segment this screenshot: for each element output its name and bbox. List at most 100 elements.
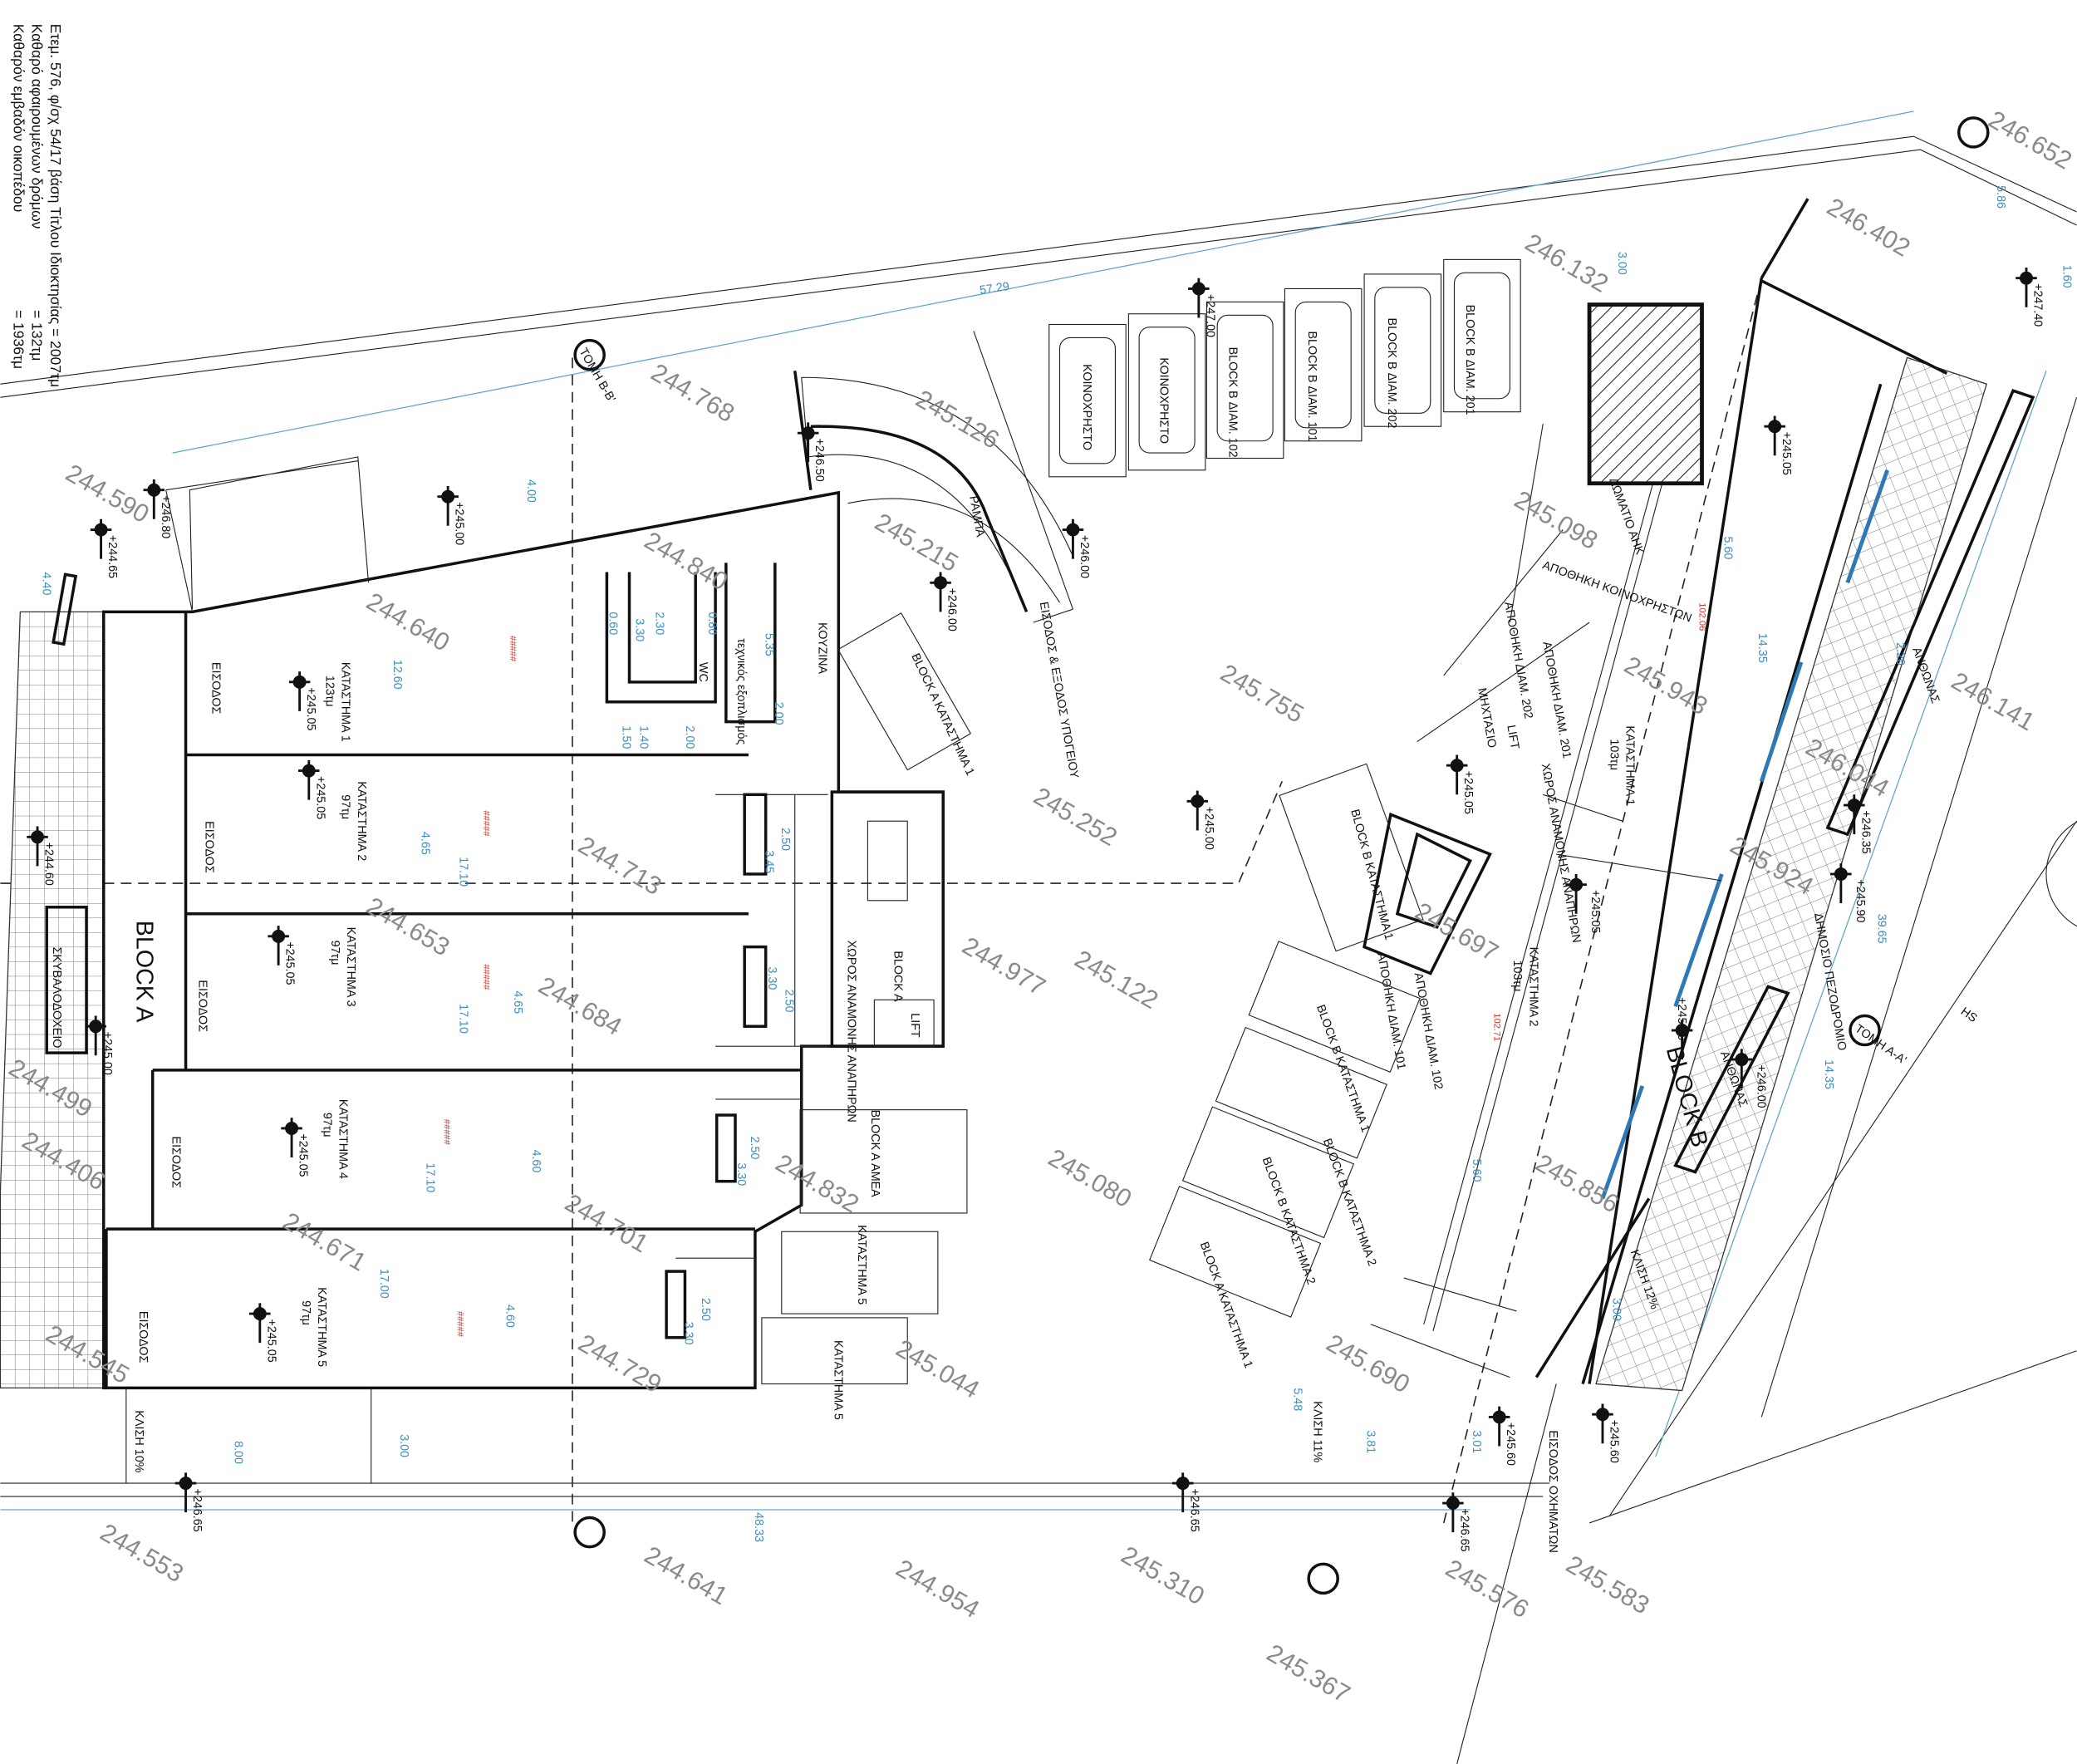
dimension-label: 2.50 [699, 1298, 712, 1321]
spot-height: +245.60 [1608, 1420, 1621, 1463]
label-storage-102: ΑΠΟΘΗΚΗ ΔΙΑΜ. 102 [1412, 971, 1446, 1090]
dimension-label: 3.00 [397, 1434, 410, 1457]
spot-height: +246.80 [159, 495, 172, 538]
dimension-label: 0.80 [705, 612, 719, 635]
area-hatch-mark: ##### [481, 964, 491, 990]
spot-height: +245.00 [1675, 997, 1688, 1040]
ground-level: 244.671 [278, 1207, 371, 1276]
section-marker-icon [573, 1516, 606, 1549]
spot-height-marker-icon [2016, 267, 2037, 307]
shop-name: ΚΑΤΑΣΤΗΜΑ 5 [315, 1287, 328, 1367]
spot-height-marker-icon [1731, 1049, 1753, 1089]
spot-height: +246.35 [1858, 810, 1872, 853]
spot-height: +245.00 [101, 1032, 114, 1075]
ground-level: 244.840 [640, 527, 732, 596]
spot-height-marker-icon [174, 1472, 197, 1513]
dimension-label: 5.35 [763, 633, 776, 656]
note-net-area-value: = 1936τμ [10, 310, 27, 369]
dimension-label: 12.60 [390, 660, 404, 690]
parking-space-label: BLOCK B ΔΙΑΜ. 101 [1305, 331, 1318, 441]
dimension-label: 3.45 [763, 850, 776, 873]
spot-height: +245.05 [264, 1319, 277, 1362]
shop-name: ΚΑΤΑΣΤΗΜΑ 2 [355, 781, 368, 861]
spot-height-marker-icon [281, 1118, 302, 1158]
label-section-bb: ΤΟΜΗ Β-Β' [576, 346, 617, 405]
ground-level: 244.653 [361, 892, 454, 961]
ramp-outline [801, 376, 1073, 603]
ramp-wall [793, 371, 1029, 613]
shop-area: 103τμ [1510, 961, 1524, 992]
ground-level: 244.640 [361, 587, 454, 656]
dimension-label: 4.40 [39, 572, 52, 596]
dimension-label: 2.50 [748, 1137, 761, 1160]
north-arrow-icon [2045, 821, 2077, 927]
dimension-label: 5.48 [1291, 1388, 1304, 1411]
dimension-label: 4.00 [524, 479, 538, 503]
shop-name: ΚΑΤΑΣΤΗΜΑ 4 [336, 1099, 349, 1179]
label-eac-room: ΔΩΜΑΤΙΟ ΑΗΚ [1606, 476, 1646, 557]
label-basement-access: ΕΙΣΟΔΟΣ & ΕΞΟΔΟΣ ΥΠΟΓΕΙΟΥ [1037, 601, 1081, 779]
dimension-label: 5.86 [1994, 185, 2007, 209]
dimension-label: 17.10 [424, 1162, 437, 1192]
shop-entrance: ΕΙΣΟΔΟΣ [196, 980, 209, 1032]
spot-height: +246.65 [1457, 1508, 1471, 1551]
label-vehicle-entrance: ΕΙΣΟΔΟΣ ΟΧΗΜΑΤΩΝ [1546, 1430, 1559, 1553]
dimension-label: 3.30 [734, 1162, 748, 1186]
ground-level: 244.701 [560, 1189, 652, 1258]
spot-height-marker-icon [27, 826, 48, 867]
dimension-label: 2.30 [652, 612, 665, 635]
spot-height-marker-icon [298, 759, 320, 800]
spot-height: +245.00 [1202, 807, 1215, 850]
site-boundary [0, 111, 2077, 1764]
ground-level: 245.755 [1215, 660, 1308, 729]
dimension-label: 2.50 [778, 828, 792, 851]
label-lift-b: LIFT [1504, 724, 1521, 750]
ground-level: 245.215 [870, 509, 962, 577]
shop-area: 97τμ [339, 794, 352, 819]
dimension-label: 17.10 [456, 857, 469, 887]
spot-height: +246.50 [813, 439, 826, 482]
dimension-label: 4.60 [529, 1149, 543, 1172]
shop-area: 97τμ [299, 1300, 312, 1325]
parking-space-label: BLOCK A ΚΑΤΑΣΤΗΜΑ 1 [1197, 1241, 1255, 1370]
label-block-a-stair: BLOCK A [891, 951, 904, 1002]
dimension-label: 48.33 [752, 1512, 765, 1542]
section-marker-icon [1957, 116, 1990, 149]
dimension-label: 3.30 [681, 1322, 695, 1345]
spot-height: +245.05 [1588, 890, 1602, 933]
note-deductions-label: Καθαρό αφαιρουμένων δρόμων [29, 24, 46, 229]
spot-height: +244.65 [106, 535, 119, 578]
parking-space-label: BLOCK A ΚΑΤΑΣΤΗΜΑ 1 [908, 651, 976, 778]
dimension-label: 2.00 [772, 702, 785, 725]
ground-level: 245.080 [1043, 1144, 1136, 1213]
spot-height-marker-icon [930, 572, 951, 612]
ground-level: 244.954 [891, 1555, 984, 1624]
label-hs: HS [1958, 1005, 1979, 1025]
area-hatch-mark: ##### [508, 636, 518, 662]
spot-height-marker-icon [1671, 1020, 1693, 1060]
area-hatch-mark: ##### [481, 810, 491, 837]
section-marker-icon [573, 338, 606, 371]
dimension-label: 1.40 [636, 725, 650, 749]
label-storage-201: ΑΠΟΘΗΚΗ ΔΙΑΜ. 201 [1539, 641, 1574, 759]
shop-area: 103τμ [1608, 739, 1621, 770]
shop-entrance: ΕΙΣΟΔΟΣ [202, 821, 215, 873]
parking-space-label: BLOCK A ΑΜΕΑ [868, 1110, 881, 1198]
ground-level: 246.402 [1822, 193, 1914, 262]
label-waiting-a: ΧΩΡΟΣ ΑΝΑΜΟΝΗΣ ΑΝΑΠΗΡΩΝ [844, 941, 857, 1123]
dimension-label: 1.60 [2060, 265, 2074, 288]
shop-entrance: ΕΙΣΟΔΟΣ [136, 1311, 150, 1364]
ground-level: 244.684 [533, 972, 626, 1041]
parking-space-label: ΚΑΤΑΣΤΗΜΑ 5 [855, 1225, 868, 1305]
dimension-label: 8.00 [232, 1441, 245, 1464]
ground-level: 245.367 [1262, 1639, 1354, 1708]
spot-height-marker-icon [268, 926, 289, 966]
spot-height: +245.05 [313, 776, 327, 819]
spot-height: +246.00 [1754, 1064, 1767, 1108]
label-technical: τεχνικός εξοπλισμός [734, 638, 748, 744]
spot-height: +245.60 [1504, 1423, 1517, 1466]
parking-misc [761, 612, 1424, 1385]
grid-axis-b [1442, 278, 1763, 1524]
spot-height-marker-icon [1565, 873, 1587, 914]
parking-space-label: BLOCK B ΚΑΤΑΣΤΗΜΑ 1 [1313, 1003, 1372, 1134]
